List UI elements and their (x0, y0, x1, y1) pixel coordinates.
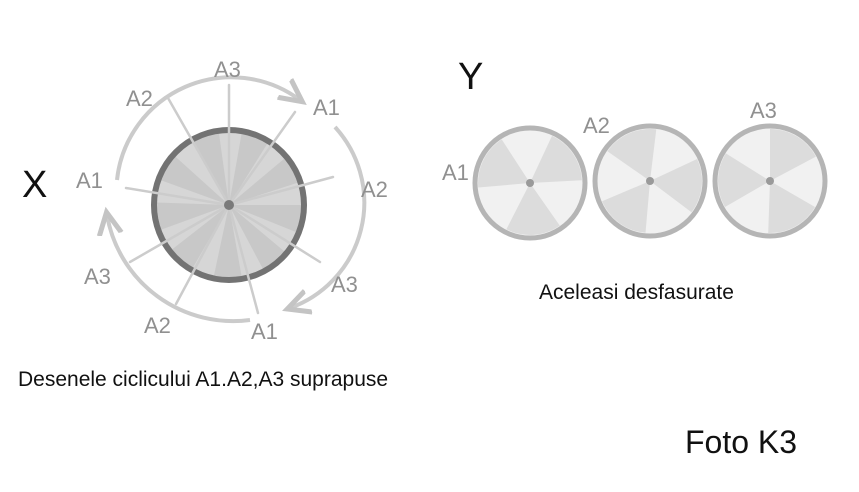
shading-wedge (229, 158, 298, 205)
ring-label: A1 (76, 168, 103, 193)
shading-wedge (156, 202, 229, 230)
shading-wedge (229, 134, 268, 205)
wheel-hub (526, 179, 534, 187)
ring-label: A2 (361, 177, 388, 202)
shading-wedge (214, 205, 242, 277)
wheel-segment (768, 181, 815, 234)
wheel-1 (472, 125, 588, 241)
spoke (128, 203, 231, 264)
wheel-2 (592, 123, 708, 239)
wheel-hub (766, 177, 774, 185)
overlay-diagram: A3 A1 A2 A3 A1 A2 A3 A1 A2 (76, 57, 388, 344)
ring-label: A3 (331, 272, 358, 297)
wheel-segment (718, 153, 770, 207)
spoke (227, 175, 335, 207)
shading-wedge (229, 205, 285, 269)
label-x: X (22, 164, 47, 206)
ring-label: A3 (84, 264, 111, 289)
wheel-segment (770, 129, 816, 181)
wheel-label-a2: A2 (583, 113, 610, 138)
cycle-arrow-top (115, 75, 300, 181)
wheel-segment (478, 139, 530, 188)
wheel-segment (530, 135, 582, 183)
shading-wedge (172, 205, 229, 268)
ring-label: A1 (251, 319, 278, 344)
wheel-rim (472, 125, 588, 241)
wheel-rim (592, 123, 708, 239)
spoke (166, 96, 231, 207)
ring-label: A2 (126, 86, 153, 111)
caption-right: Aceleasi desfasurate (539, 281, 734, 304)
wheel-segment (650, 159, 702, 213)
caption-left: Desenele ciclicului A1.A2,A3 suprapuse (18, 368, 388, 391)
wheel-segment (607, 129, 657, 181)
wheel-segment (506, 183, 560, 235)
ring-label: A2 (144, 313, 171, 338)
spoke (227, 110, 297, 207)
ring-label: A1 (313, 95, 340, 120)
shading-wedge (229, 205, 302, 232)
spoke (174, 203, 231, 306)
wheel-label-a3: A3 (750, 98, 777, 123)
wheel-segment (602, 181, 650, 233)
wheel-hub (646, 177, 654, 185)
cycle-arrow-right (290, 125, 367, 308)
wheel-label-a1: A1 (442, 160, 469, 185)
shading-wedge (161, 156, 229, 205)
wheel-3 (712, 123, 828, 239)
spoke (227, 203, 260, 315)
overlay-spokes (124, 83, 335, 315)
overlay-shading (156, 133, 302, 277)
spoke (124, 186, 231, 207)
ring-label: A3 (214, 57, 241, 82)
photo-label: Foto K3 (685, 424, 797, 460)
separated-wheels (472, 123, 828, 241)
cycle-arrow-bottom (107, 215, 251, 324)
overlay-hub (224, 200, 234, 210)
wheel-rim (712, 123, 828, 239)
label-y: Y (458, 56, 483, 98)
spoke (227, 203, 322, 264)
